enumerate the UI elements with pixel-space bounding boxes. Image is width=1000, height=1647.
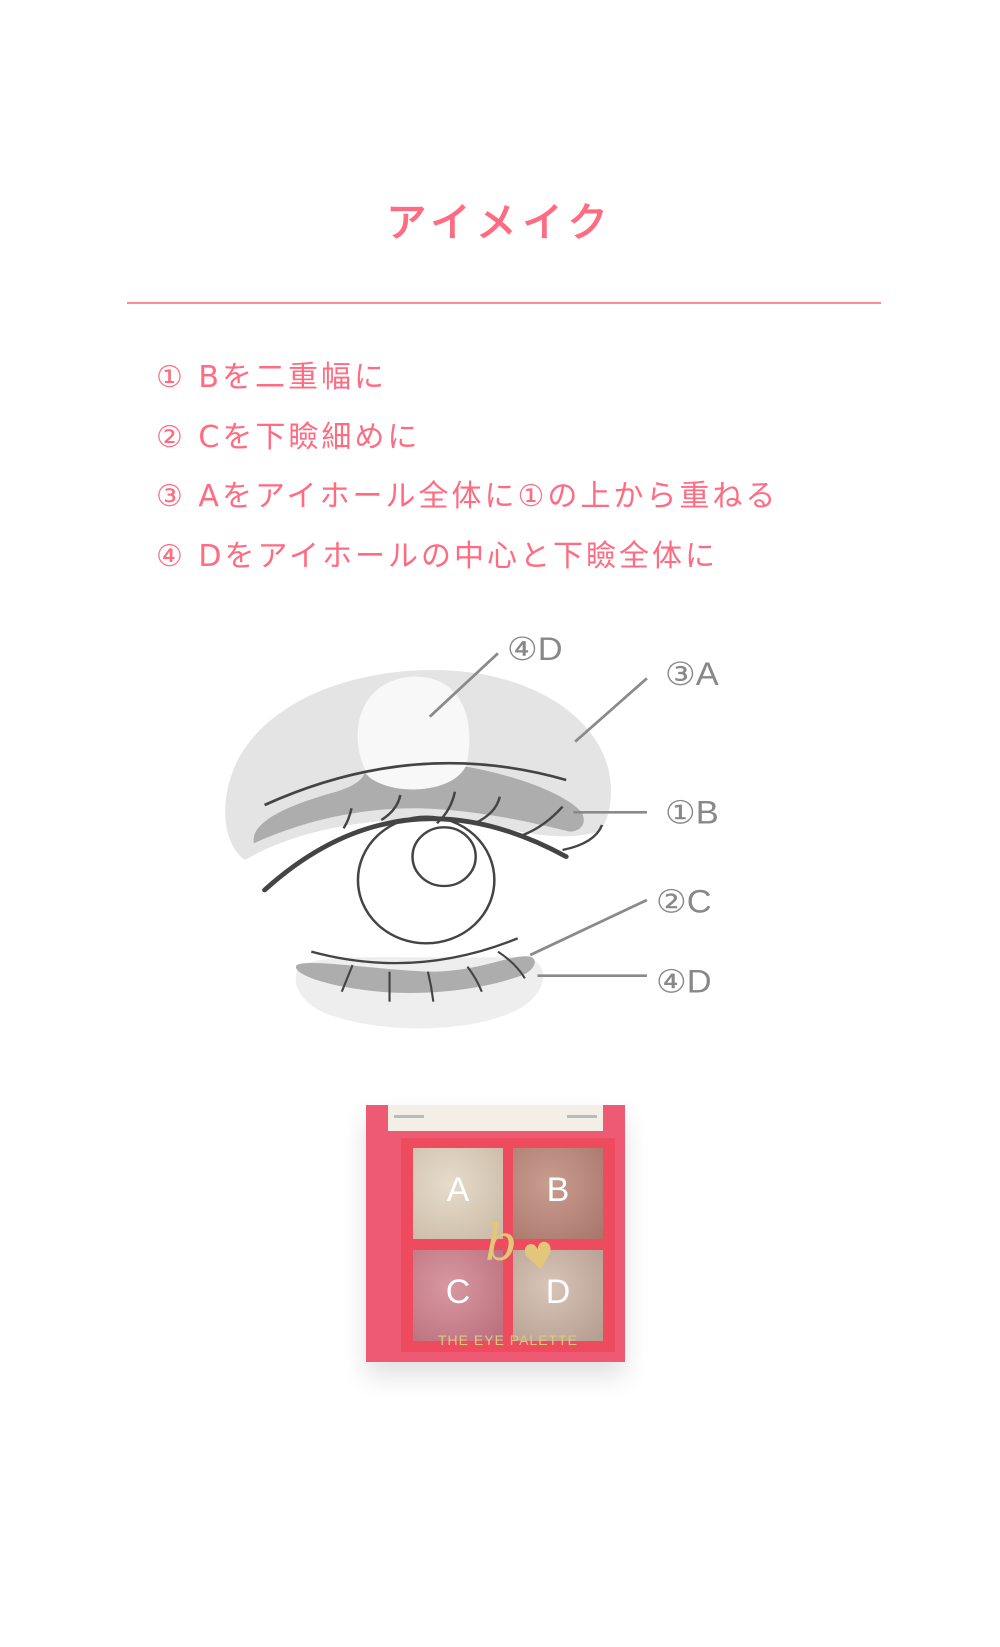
pan-label: A: [446, 1170, 470, 1209]
pan-label: C: [445, 1272, 471, 1311]
pan-d: D: [513, 1250, 603, 1341]
pan-a: A: [413, 1148, 503, 1239]
step-item: ④ Dをアイホールの中心と下瞼全体に: [156, 538, 719, 574]
step-item: ② Cを下瞼細めに: [156, 419, 421, 455]
eye-diagram: ④D ③A ①B ②C ④D: [225, 632, 720, 1029]
eye-palette-image: A B C D b ♥ THE EYE PALETTE: [366, 1105, 625, 1362]
upper-lash-line: [262, 816, 569, 893]
palette-lid-strip: [388, 1105, 603, 1131]
lower-lash-line: [310, 937, 519, 965]
label-bottom-d: ④D: [656, 965, 712, 1001]
label-b: ①B: [665, 795, 719, 831]
palette-frame: A B C D b ♥ THE EYE PALETTE: [401, 1138, 615, 1352]
label-c: ②C: [656, 885, 712, 921]
lower-lashes: [340, 950, 526, 1002]
heart-icon: ♥: [519, 1234, 559, 1281]
divider: [127, 302, 881, 304]
step-item: ③ Aをアイホール全体に①の上から重ねる: [156, 479, 779, 514]
lower-eyelid-band: [295, 956, 535, 993]
page-title: アイメイク: [386, 200, 614, 246]
pan-c: C: [413, 1250, 503, 1341]
pan-b: B: [513, 1148, 603, 1239]
pan-label: D: [545, 1272, 571, 1311]
leader-lines: [428, 652, 648, 977]
double-eyelid-band: [253, 766, 584, 844]
steps-list: ① Bを二重幅に ② Cを下瞼細めに ③ Aをアイホール全体に①の上から重ねる …: [156, 358, 778, 596]
label-a: ③A: [665, 657, 720, 693]
pan-label: B: [546, 1170, 570, 1209]
pupil: [411, 826, 477, 888]
step-item: ① Bを二重幅に: [156, 360, 388, 395]
brand-logo: b: [485, 1214, 518, 1272]
label-top-d: ④D: [507, 632, 563, 668]
palette-name: THE EYE PALETTE: [438, 1332, 578, 1348]
crease-line: [263, 761, 567, 807]
